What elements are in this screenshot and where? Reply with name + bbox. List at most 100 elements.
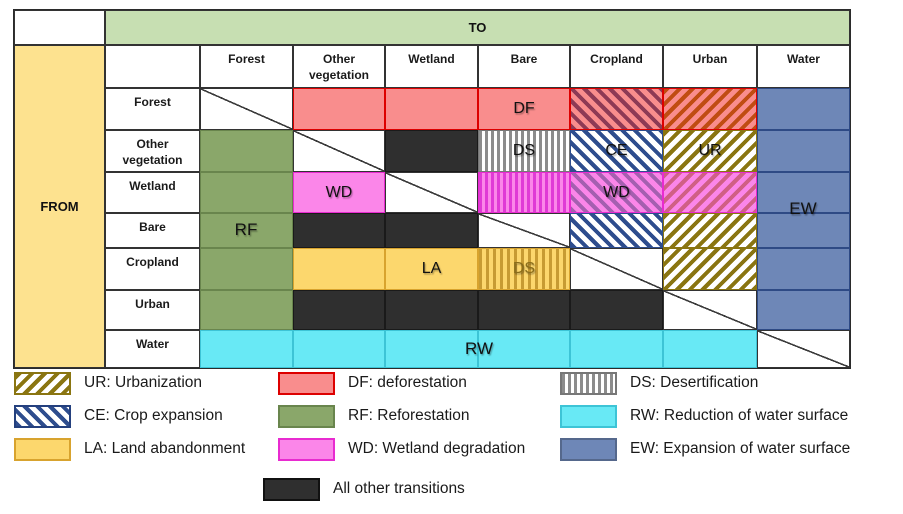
col-header-forest: Forest — [200, 45, 293, 88]
cell-forest-to-cropland — [570, 88, 663, 130]
cell-bare-to-other-vegetation — [293, 213, 385, 248]
legend-label-rw: RW: Reduction of water surface — [630, 407, 849, 424]
row-header-bare: Bare — [105, 213, 200, 248]
cell-other-vegetation-to-bare: DS — [478, 130, 570, 172]
legend-swatch-la — [14, 437, 71, 461]
cell-other-vegetation-to-cropland: CE — [570, 130, 663, 172]
cell-water-to-water — [757, 330, 850, 368]
legend-item-other: All other transitions — [263, 477, 465, 501]
cell-wetland-to-bare — [478, 172, 570, 213]
legend-item-wd: WD: Wetland degradation — [278, 437, 525, 461]
cell-label: CE — [605, 142, 628, 159]
cell-label: WD — [603, 183, 630, 201]
corner-empty-cell — [14, 10, 105, 45]
cell-urban-to-urban — [663, 290, 757, 330]
cell-water-to-urban — [663, 330, 757, 368]
legend-swatch-rw — [560, 404, 617, 428]
cell-wetland-to-urban — [663, 172, 757, 213]
cell-bare-to-bare — [478, 213, 570, 248]
legend-item-ur: UR: Urbanization — [14, 371, 202, 395]
cell-urban-to-water — [757, 290, 850, 330]
legend-label-ew: EW: Expansion of water surface — [630, 440, 851, 457]
cell-other-vegetation-to-urban: UR — [663, 130, 757, 172]
legend-label-ce: CE: Crop expansion — [84, 407, 223, 424]
legend-swatch-rf — [278, 404, 335, 428]
cell-bare-to-forest — [200, 213, 293, 248]
cell-urban-to-cropland — [570, 290, 663, 330]
col-header-urban: Urban — [663, 45, 757, 88]
legend-swatch-ds — [560, 371, 617, 395]
cell-label: LA — [421, 260, 442, 277]
cell-forest-to-bare: DF — [478, 88, 570, 130]
cell-water-to-cropland — [570, 330, 663, 368]
cell-forest-to-wetland — [385, 88, 478, 130]
col-header-bare: Bare — [478, 45, 570, 88]
legend-item-df: DF: deforestation — [278, 371, 467, 395]
legend-item-rf: RF: Reforestation — [278, 404, 469, 428]
legend-label-other: All other transitions — [333, 480, 465, 497]
cell-label: WD — [325, 183, 353, 201]
legend-item-ew: EW: Expansion of water surface — [560, 437, 850, 461]
cell-bare-to-urban — [663, 213, 757, 248]
cell-other-vegetation-to-water — [757, 130, 850, 172]
cell-bare-to-water — [757, 213, 850, 248]
legend-swatch-ur — [14, 371, 71, 395]
cell-water-to-forest — [200, 330, 293, 368]
row-header-water: Water — [105, 330, 200, 368]
cell-water-to-wetland — [385, 330, 478, 368]
cell-other-vegetation-to-other-vegetation — [293, 130, 385, 172]
col-header-cropland: Cropland — [570, 45, 663, 88]
cell-urban-to-forest — [200, 290, 293, 330]
legend-item-la: LA: Land abandonment — [14, 437, 245, 461]
cell-cropland-to-water — [757, 248, 850, 290]
legend-label-wd: WD: Wetland degradation — [348, 440, 526, 457]
cell-wetland-to-wetland — [385, 172, 478, 213]
cell-forest-to-forest — [200, 88, 293, 130]
legend-swatch-ce — [14, 404, 71, 428]
cell-urban-to-bare — [478, 290, 570, 330]
cell-wetland-to-forest — [200, 172, 293, 213]
legend-swatch-wd — [278, 437, 335, 461]
legend-label-df: DF: deforestation — [348, 374, 467, 391]
legend-label-ur: UR: Urbanization — [84, 374, 203, 391]
cell-forest-to-other-vegetation — [293, 88, 385, 130]
cell-wetland-to-other-vegetation: WD — [293, 172, 385, 213]
cell-urban-to-wetland — [385, 290, 478, 330]
legend-swatch-ew — [560, 437, 617, 461]
to-header: TO — [105, 10, 850, 45]
col-header-other-vegetation: Other vegetation — [293, 45, 385, 88]
cell-other-vegetation-to-wetland — [385, 130, 478, 172]
cell-forest-to-water — [757, 88, 850, 130]
cell-water-to-other-vegetation — [293, 330, 385, 368]
cell-cropland-to-forest — [200, 248, 293, 290]
legend-item-ce: CE: Crop expansion — [14, 404, 223, 428]
row-header-forest: Forest — [105, 88, 200, 130]
row-header-blank-cell — [105, 45, 200, 88]
row-header-urban: Urban — [105, 290, 200, 330]
legend-swatch-df — [278, 371, 335, 395]
legend-swatch-other — [263, 477, 320, 501]
row-header-wetland: Wetland — [105, 172, 200, 213]
cell-other-vegetation-to-forest — [200, 130, 293, 172]
cell-water-to-bare — [478, 330, 570, 368]
cell-wetland-to-water — [757, 172, 850, 213]
legend-label-la: LA: Land abandonment — [84, 440, 246, 457]
cell-wetland-to-cropland: WD — [570, 172, 663, 213]
cell-label: DF — [513, 100, 535, 117]
legend-item-rw: RW: Reduction of water surface — [560, 404, 848, 428]
cell-bare-to-wetland — [385, 213, 478, 248]
cell-forest-to-urban — [663, 88, 757, 130]
cell-cropland-to-wetland: LA — [385, 248, 478, 290]
cell-cropland-to-other-vegetation — [293, 248, 385, 290]
legend-item-ds: DS: Desertification — [560, 371, 758, 395]
col-header-wetland: Wetland — [385, 45, 478, 88]
cell-label: UR — [698, 142, 722, 159]
from-header: FROM — [14, 45, 105, 368]
cell-label: DS — [512, 260, 536, 277]
legend-label-ds: DS: Desertification — [630, 374, 759, 391]
cell-label: DS — [512, 142, 536, 159]
cell-cropland-to-bare: DS — [478, 248, 570, 290]
row-header-other-vegetation: Other vegetation — [105, 130, 200, 172]
